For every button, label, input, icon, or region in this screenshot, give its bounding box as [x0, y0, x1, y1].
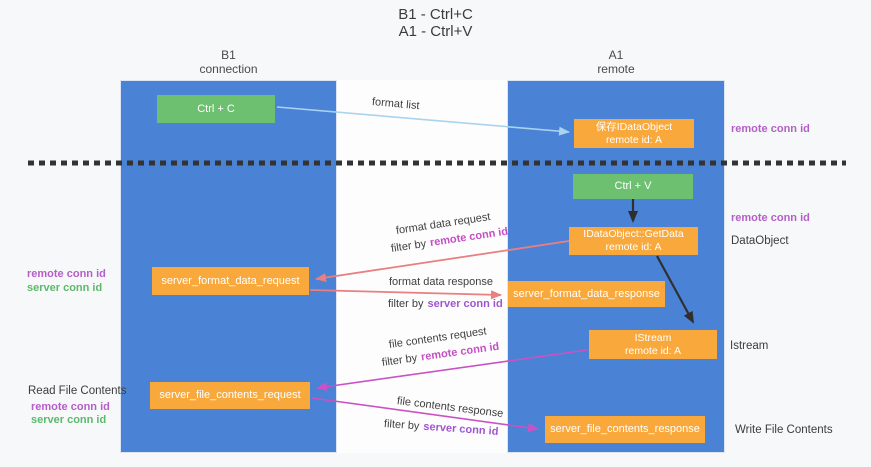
dataobject-label: DataObject	[731, 235, 789, 247]
node-ctrl-c: Ctrl + C	[157, 95, 275, 123]
ctrl-v-label: Ctrl + V	[614, 180, 652, 192]
lane-header-b1: B1 connection	[120, 48, 337, 76]
server-format-data-response-label: server_format_data_response	[513, 287, 660, 300]
node-server-format-data-response: server_format_data_response	[508, 281, 665, 307]
title-line-1: B1 - Ctrl+C	[398, 6, 473, 23]
server-file-contents-response-label: server_file_contents_response	[550, 423, 700, 435]
left-server-conn-id-label-1: server conn id	[27, 282, 103, 294]
lane-header-a1: A1 remote	[507, 48, 725, 76]
lane-a1-role: remote	[597, 62, 635, 76]
read-file-contents-label: Read File Contents	[28, 385, 127, 397]
server-format-data-request-label: server_format_data_request	[161, 274, 300, 287]
getdata-line1: IDataObject::GetData	[583, 228, 684, 240]
server-file-contents-request-label: server_file_contents_request	[159, 389, 301, 401]
node-istream: IStream remote id: A	[589, 330, 717, 359]
left-server-conn-id-label-2: server conn id	[31, 414, 107, 426]
node-server-file-contents-response: server_file_contents_response	[545, 416, 705, 443]
saved-idataobject-line2: remote id: A	[605, 133, 663, 146]
istream-line1: IStream	[634, 331, 672, 344]
lane-a1-name: A1	[608, 48, 624, 62]
write-file-contents-label: Write File Contents	[735, 424, 833, 436]
istream-side-label: Istream	[730, 340, 769, 352]
format-data-response-label: format data response	[389, 276, 493, 288]
node-server-format-data-request: server_format_data_request	[152, 267, 309, 295]
filter-by-text: filter by	[388, 298, 424, 310]
lane-b1-role: connection	[199, 62, 258, 76]
right-remote-conn-id-label-1: remote conn id	[731, 123, 810, 135]
right-remote-conn-id-label-2: remote conn id	[731, 212, 810, 224]
saved-idataobject-line1: 保存IDataObject	[595, 120, 673, 133]
node-server-file-contents-request: server_file_contents_request	[150, 382, 310, 409]
ctrl-c-label: Ctrl + C	[197, 102, 235, 115]
filter-by-text: filter by	[383, 418, 420, 433]
istream-line2: remote id: A	[624, 344, 682, 357]
node-ctrl-v: Ctrl + V	[573, 174, 693, 199]
node-idataobject-getdata: IDataObject::GetData remote id: A	[569, 227, 698, 255]
lane-b1-name: B1	[221, 48, 236, 62]
server-conn-id-text: server conn id	[427, 298, 503, 310]
node-saved-idataobject: 保存IDataObject remote id: A	[574, 119, 694, 148]
getdata-line2: remote id: A	[605, 241, 662, 253]
diagram-title: B1 - Ctrl+C A1 - Ctrl+V	[0, 6, 871, 40]
left-remote-conn-id-label-1: remote conn id	[27, 268, 106, 280]
title-line-2: A1 - Ctrl+V	[398, 23, 473, 40]
left-remote-conn-id-label-2: remote conn id	[31, 401, 110, 413]
